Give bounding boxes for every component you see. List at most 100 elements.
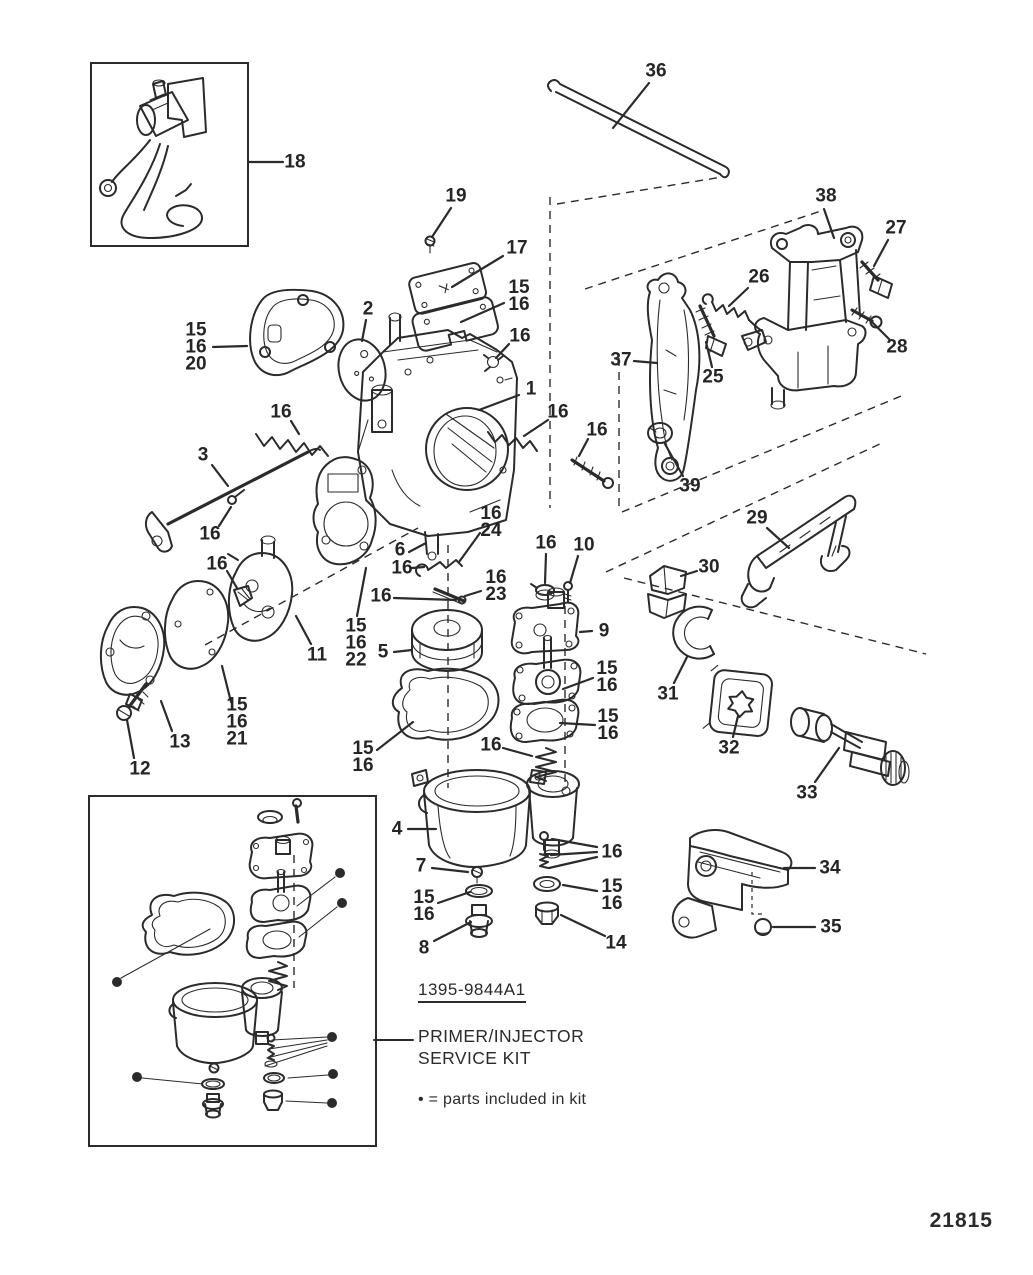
callout-16: 16: [601, 841, 623, 863]
callout-16-24: 16 24: [480, 503, 502, 541]
screw-19: [424, 235, 436, 254]
callout-15-16-22: 15 16 22: [345, 615, 367, 671]
callout-7: 7: [415, 855, 427, 877]
callout-12: 12: [129, 758, 151, 780]
callout-10: 10: [573, 534, 595, 556]
construction-lines: [204, 176, 927, 988]
c-ring-31: [672, 605, 715, 660]
screw-16-rod: [227, 489, 245, 505]
callout-15-16: 15 16: [413, 887, 435, 925]
callout-16: 16: [391, 557, 413, 579]
service-kit-text-block: 1395-9844A1 PRIMER/INJECTOR SERVICE KIT …: [418, 980, 586, 1109]
screw-10: [563, 581, 573, 603]
callout-16: 16: [535, 532, 557, 554]
callout-16: 16: [270, 401, 292, 423]
bowl-gasket-float: [391, 667, 500, 741]
callout-35: 35: [820, 916, 842, 938]
gasket-under-17: [411, 296, 499, 352]
callout-16-23: 16 23: [485, 567, 507, 605]
kit-parts-drawing: [112, 798, 414, 1119]
callout-19: 19: [445, 185, 467, 207]
knob-32: [702, 664, 773, 737]
idle-spring-16: [487, 431, 538, 452]
check-valve-16: [233, 585, 253, 607]
callout-31: 31: [657, 683, 679, 705]
rod-3: [144, 447, 321, 553]
drawing-number: 21815: [929, 1209, 993, 1232]
callout-18: 18: [284, 151, 306, 173]
shaft-33: [790, 707, 910, 786]
callout-leader-lines: [125, 81, 891, 943]
callout-32: 32: [718, 737, 740, 759]
callout-15-16-21: 15 16 21: [226, 694, 248, 750]
primer-diaphragm: [512, 634, 582, 705]
seat-washer-16: [530, 583, 555, 601]
callout-3: 3: [197, 444, 209, 466]
lever-29: [740, 494, 857, 609]
cam-lever-37: [646, 272, 701, 482]
primer-gasket: [509, 698, 580, 743]
kit-part-number: 1395-9844A1: [418, 980, 526, 1003]
latch-30: [647, 565, 687, 619]
callout-15-16: 15 16: [596, 658, 618, 696]
float-bowl-4: [411, 769, 580, 868]
primer-solenoid-drawing: [99, 77, 207, 239]
callout-14: 14: [605, 932, 627, 954]
e-clip-16: [483, 354, 504, 372]
screw-27: [859, 260, 893, 299]
float-5: [411, 609, 483, 672]
drain-plug-8: [465, 904, 493, 938]
bracket-38: [741, 224, 867, 410]
callout-16: 16: [480, 734, 502, 756]
callout-16: 16: [509, 325, 531, 347]
pump-cover-13: [100, 606, 166, 711]
callout-13: 13: [169, 731, 191, 753]
primer-solenoid-inset-box: [90, 62, 249, 247]
choke-rod-36: [547, 79, 730, 179]
callout-15-16: 15 16: [352, 738, 374, 776]
callout-6: 6: [394, 539, 406, 561]
callout-15-16-20: 15 16 20: [185, 319, 207, 375]
washer-39: [647, 422, 673, 444]
callout-28: 28: [886, 336, 908, 358]
callout-26: 26: [748, 266, 770, 288]
callout-15-16: 15 16: [601, 876, 623, 914]
housing-34: [671, 829, 793, 939]
callout-9: 9: [598, 620, 610, 642]
callout-15-16: 15 16: [508, 277, 530, 315]
spring-3: [255, 433, 329, 457]
callout-16: 16: [586, 419, 608, 441]
callout-25: 25: [702, 366, 724, 388]
needle-screw-16: [570, 456, 614, 489]
callout-37: 37: [610, 349, 632, 371]
service-kit-inset-box: [88, 795, 377, 1147]
bowl-spring-16: [535, 747, 557, 782]
callout-4: 4: [391, 818, 403, 840]
callout-16: 16: [370, 585, 392, 607]
carburetor-body-1: [357, 312, 518, 561]
callout-17: 17: [506, 237, 528, 259]
callout-2: 2: [362, 298, 374, 320]
pump-diaphragm-21: [164, 580, 230, 670]
cover-plate-17: [408, 262, 488, 315]
callout-16: 16: [199, 523, 221, 545]
callout-39: 39: [679, 475, 701, 497]
callout-30: 30: [698, 556, 720, 578]
metering-gasket-22: [312, 456, 377, 566]
primer-housing-9: [510, 587, 580, 655]
callout-11: 11: [306, 644, 328, 666]
screw-25: [695, 304, 727, 357]
callout-15-16: 15 16: [597, 706, 619, 744]
nut-14: [535, 901, 559, 925]
pump-body-11: [227, 535, 294, 642]
kit-title-line1: PRIMER/INJECTOR: [418, 1026, 585, 1046]
o-ring-15-16: [533, 876, 561, 892]
callout-33: 33: [796, 782, 818, 804]
callout-8: 8: [418, 937, 430, 959]
spring-26: [701, 293, 763, 332]
callout-36: 36: [645, 60, 667, 82]
callout-5: 5: [377, 641, 389, 663]
kit-included-dots: [112, 868, 347, 1108]
screw-12: [116, 682, 149, 721]
